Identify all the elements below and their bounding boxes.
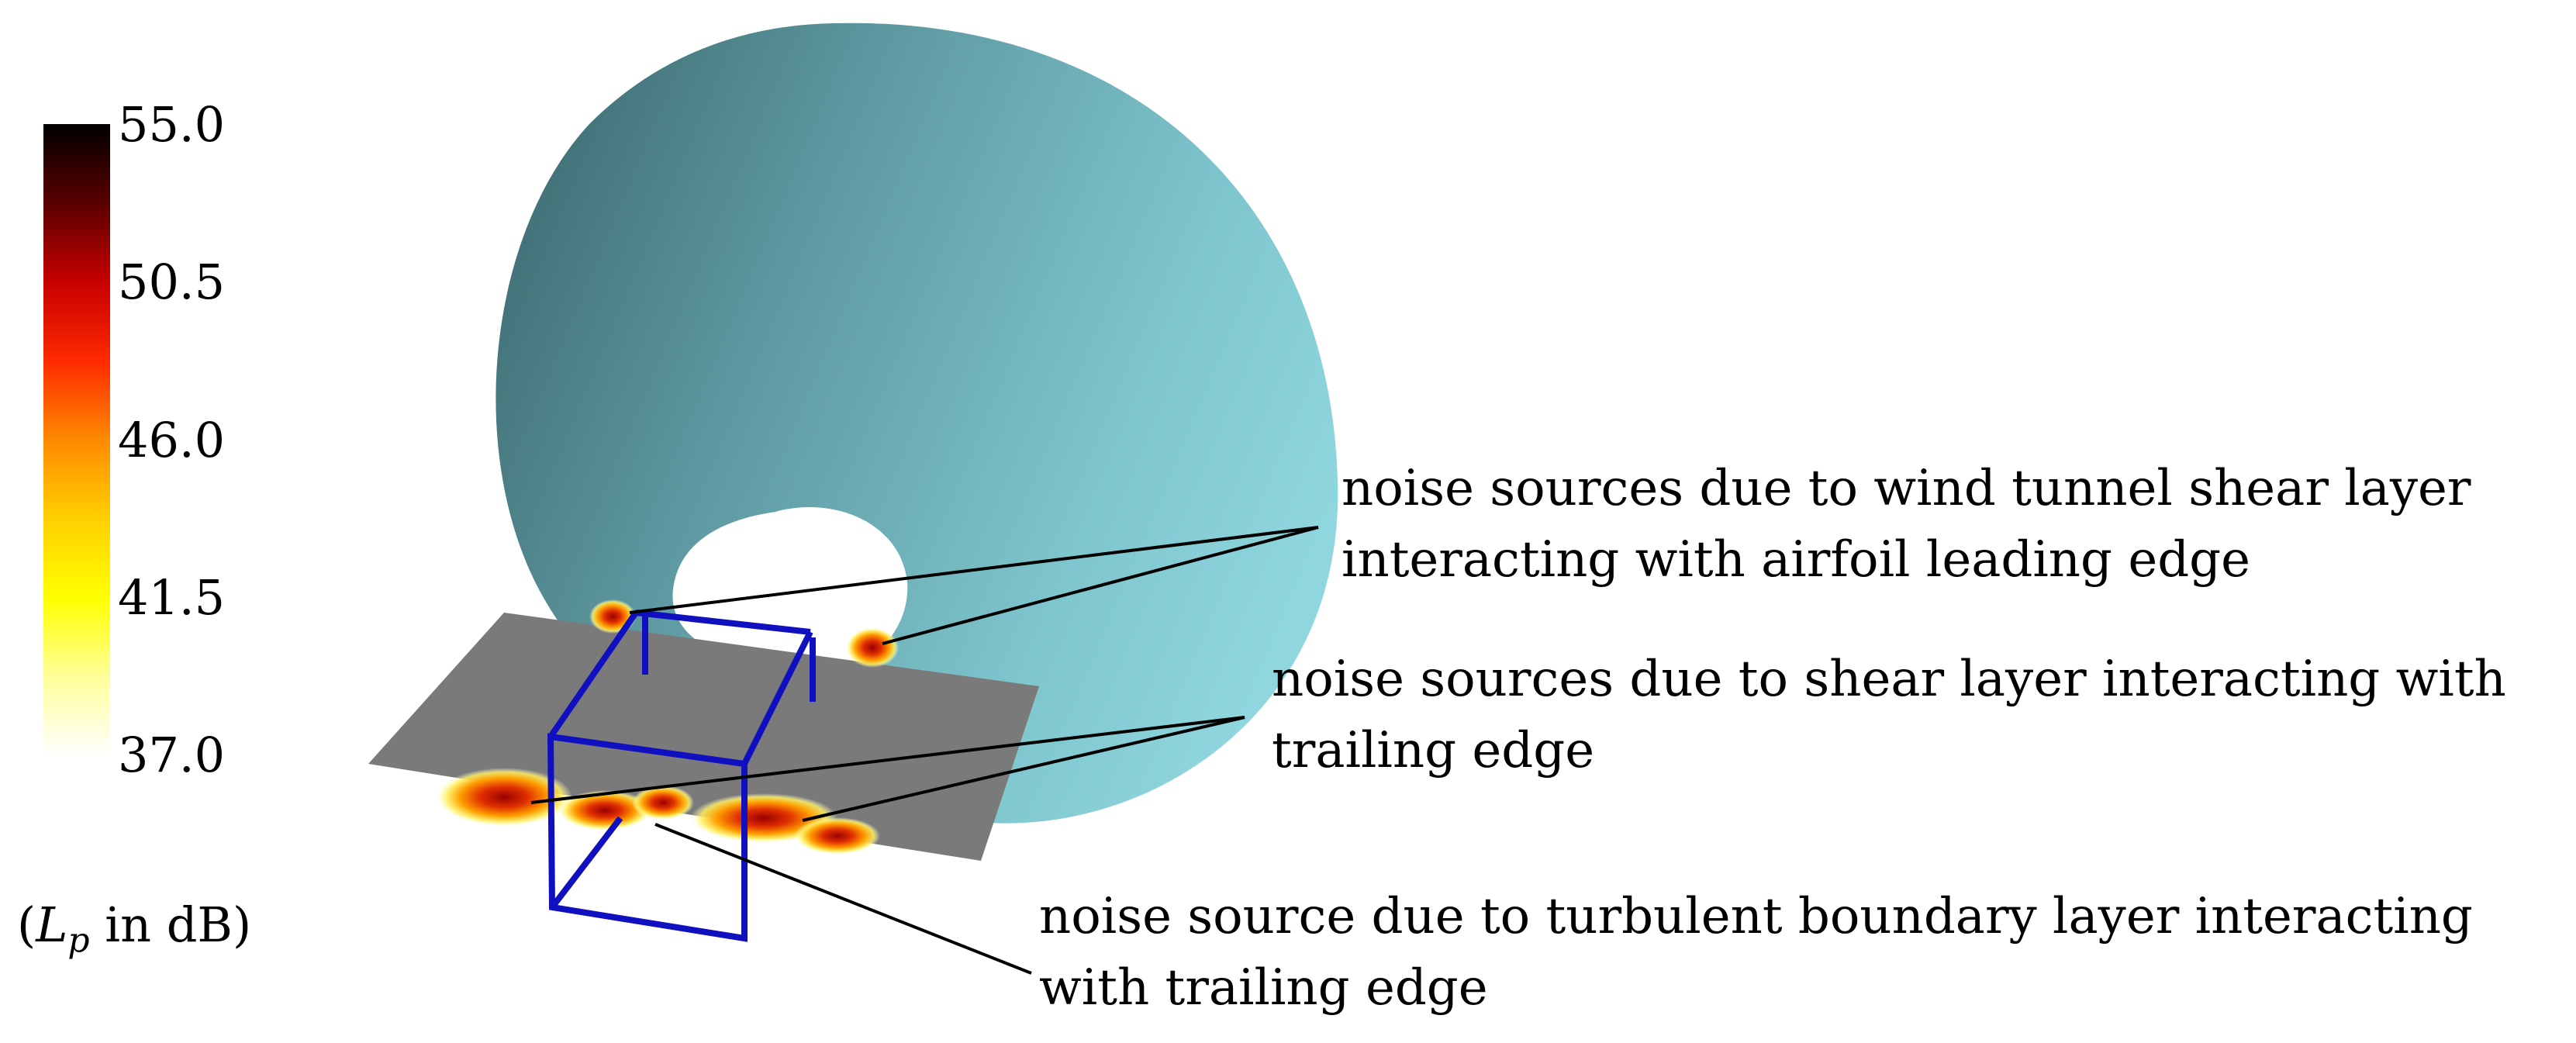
colorbar: [43, 124, 110, 756]
leader-lines: [530, 526, 1319, 975]
annotation-boundary-layer-line2: with trailing edge: [1039, 959, 1488, 1017]
colorbar-tick-37: 37.0: [118, 727, 226, 783]
noise-sources: [436, 599, 899, 855]
annotation-shear-trailing-edge-line2: trailing edge: [1272, 722, 1595, 779]
colorbar-tick-41-5: 41.5: [118, 569, 226, 626]
colorbar-unit-label: (Lp in dB): [17, 896, 252, 961]
annotation-shear-trailing-edge-line1: noise sources due to shear layer interac…: [1272, 651, 2506, 708]
measurement-box: [547, 610, 816, 942]
colorbar-tick-46: 46.0: [118, 412, 226, 468]
annotation-leading-edge-line1: noise sources due to wind tunnel shear l…: [1342, 460, 2471, 517]
colorbar-tick-50-5: 50.5: [118, 254, 226, 310]
annotation-leading-edge: noise sources due to wind tunnel shear l…: [1342, 453, 2471, 596]
annotation-shear-trailing-edge: noise sources due to shear layer interac…: [1272, 644, 2506, 786]
airfoil: [368, 613, 1039, 861]
annotation-boundary-layer-line1: noise source due to turbulent boundary l…: [1039, 888, 2473, 945]
annotation-leading-edge-line2: interacting with airfoil leading edge: [1342, 531, 2250, 589]
wind-tunnel-nozzle: [496, 22, 1338, 824]
annotation-boundary-layer-trailing-edge: noise source due to turbulent boundary l…: [1039, 881, 2473, 1024]
colorbar-tick-55: 55.0: [118, 96, 226, 153]
